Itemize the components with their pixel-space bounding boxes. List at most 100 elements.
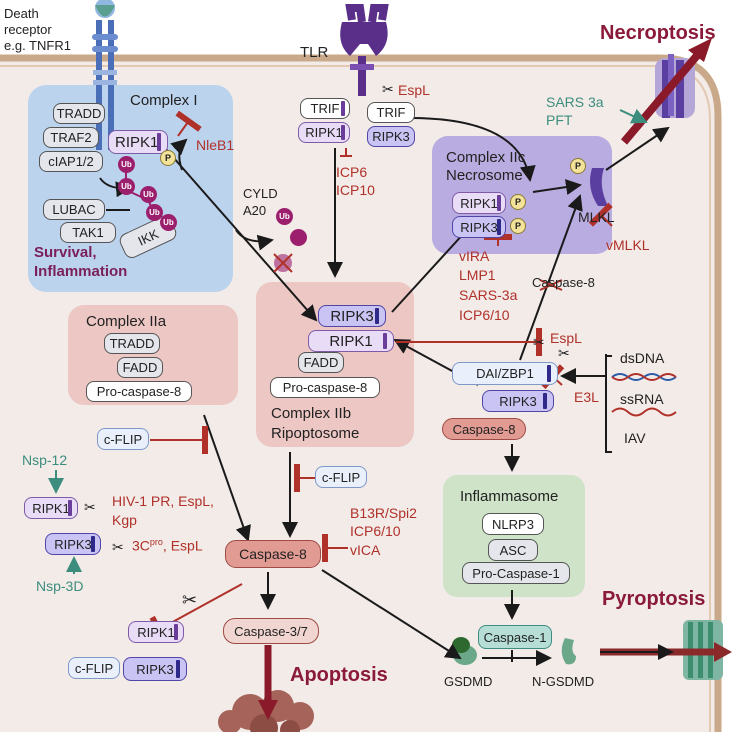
scissors-icon: ✂ xyxy=(112,539,124,555)
caspase37-label: Caspase-3/7 xyxy=(234,623,308,639)
n-gsdmd-label: N-GSDMD xyxy=(532,674,595,689)
ub-label: Ub xyxy=(279,211,290,221)
fadd-pill: FADD xyxy=(117,357,163,378)
dsdna-label: dsDNA xyxy=(620,350,665,366)
ripk3-tlr: RIPK3 xyxy=(367,126,415,147)
inhibitor-label: SARS-3a xyxy=(459,287,518,303)
lubac-pill: LUBAC xyxy=(43,199,105,220)
kgp-label: Kgp xyxy=(112,512,137,528)
ripk1-ripoptosome: RIPK1 xyxy=(308,330,394,352)
nucleic-acid-icons xyxy=(611,373,677,417)
iav-label: IAV xyxy=(624,430,646,446)
ripk3-zbp1: RIPK3 xyxy=(482,390,554,412)
traf2-label: TRAF2 xyxy=(50,130,92,145)
ripk1-label: RIPK1 xyxy=(32,500,70,516)
3cpro-label: 3Cpro, EspL xyxy=(132,538,203,553)
tradd-pill: TRADD xyxy=(104,333,160,354)
asc-label: ASC xyxy=(499,542,527,558)
cflip-pill-1: c-FLIP xyxy=(97,428,149,450)
nsp12-label: Nsp-12 xyxy=(22,452,68,468)
lubac-label: LUBAC xyxy=(52,202,96,217)
caspase37-pill: Caspase-3/7 xyxy=(223,618,319,644)
tradd-pill: TRADD xyxy=(53,103,105,124)
ciap-pill: cIAP1/2 xyxy=(39,151,103,172)
trif-label: TRIF xyxy=(376,105,406,120)
ripk3-cleaved: RIPK3 xyxy=(45,533,101,555)
complex-iia-title: Complex IIa xyxy=(86,313,167,330)
tak1-pill: TAK1 xyxy=(60,222,116,243)
ripk1-label: RIPK1 xyxy=(305,125,343,140)
phospho-icon: P xyxy=(510,194,526,210)
caspase1-pill: Caspase-1 xyxy=(478,625,552,649)
death-receptor-label-1: Death xyxy=(4,6,39,21)
ripk1-bottom: RIPK1 xyxy=(128,621,184,643)
apoptosis-label: Apoptosis xyxy=(290,664,388,686)
mlkl-label: MLKL xyxy=(578,209,615,225)
cflip-pill-3: c-FLIP xyxy=(68,657,120,679)
procaspase1-pill: Pro-Caspase-1 xyxy=(462,562,570,584)
procaspase8-pill: Pro-caspase-8 xyxy=(270,377,380,398)
ub-label: Ub xyxy=(149,207,160,217)
death-receptor-label-3: e.g. TNFR1 xyxy=(4,38,71,53)
vmlkl-label: vMLKL xyxy=(606,237,650,253)
ubiquitin-icon: Ub xyxy=(160,214,177,231)
ubiquitin-icon xyxy=(290,229,307,246)
mlkl-icon xyxy=(590,168,608,206)
death-receptor-icon xyxy=(92,0,118,150)
cflip-label: c-FLIP xyxy=(74,660,114,676)
tradd-label: TRADD xyxy=(109,336,155,351)
ripk3-label: RIPK3 xyxy=(330,307,374,325)
ripk1-label: RIPK1 xyxy=(115,133,159,151)
cflip-label: c-FLIP xyxy=(103,431,143,447)
necrosome-title: Necrosome xyxy=(446,167,523,184)
traf2-pill: TRAF2 xyxy=(43,127,99,148)
tlr-label: TLR xyxy=(300,44,329,61)
fadd-pill: FADD xyxy=(298,352,344,373)
scissors-icon: ✂ xyxy=(382,81,394,97)
trif-pill-1: TRIF xyxy=(300,98,350,119)
cyld-label: CYLD xyxy=(243,186,278,201)
scissors-icon: ✂ xyxy=(533,334,545,350)
nlrp3-label: NLRP3 xyxy=(492,516,534,532)
nsp3d-label: Nsp-3D xyxy=(36,578,84,594)
scissors-icon: ✂ xyxy=(182,590,198,610)
espl-text: , EspL xyxy=(162,537,203,554)
ub-label: Ub xyxy=(143,189,154,199)
cflip-pill-2: c-FLIP xyxy=(315,466,367,488)
dai-zbp1-label: DAI/ZBP1 xyxy=(476,366,534,381)
complex-iib-title: Complex IIb xyxy=(271,405,352,422)
phospho-label: P xyxy=(514,196,521,207)
procaspase1-label: Pro-Caspase-1 xyxy=(472,565,560,581)
phospho-label: P xyxy=(574,160,581,171)
ubiquitin-icon: Ub xyxy=(118,156,135,173)
inhibitor-label: vIRA xyxy=(459,248,490,264)
tradd-label: TRADD xyxy=(56,106,102,121)
n-gsdmd-icon xyxy=(561,638,576,665)
icp10-label: ICP10 xyxy=(336,182,375,198)
gsdmd-label: GSDMD xyxy=(444,674,493,689)
ubiquitin-icon: Ub xyxy=(276,208,293,225)
tak1-label: TAK1 xyxy=(72,225,104,240)
ripoptosome-title: Ripoptosome xyxy=(271,425,360,442)
procaspase8-label: Pro-caspase-8 xyxy=(282,380,368,395)
ub-label: Ub xyxy=(121,159,132,169)
caspase8-label: Caspase-8 xyxy=(452,421,516,437)
caspase8-zbp1: Caspase-8 xyxy=(442,418,526,440)
tlr-icon xyxy=(340,3,389,96)
hiv-label: HIV-1 PR, EspL, xyxy=(112,493,214,509)
dai-zbp1-pill: DAI/ZBP1 xyxy=(452,362,558,385)
ripk3-label: RIPK3 xyxy=(372,129,410,144)
procaspase8-pill: Pro-caspase-8 xyxy=(86,381,192,402)
phospho-icon: P xyxy=(510,218,526,234)
ripk1-necrosome: RIPK1 xyxy=(452,192,506,214)
ripk1-label: RIPK1 xyxy=(460,195,498,211)
pyroptosis-label: Pyroptosis xyxy=(602,588,706,610)
sars3a-label: SARS 3a xyxy=(546,94,604,110)
cflip-label: c-FLIP xyxy=(321,469,361,485)
ripk3-label: RIPK3 xyxy=(54,536,92,552)
ripk1-complex-i: RIPK1 xyxy=(108,130,168,154)
pro-superscript: pro xyxy=(149,537,163,547)
ciap-label: cIAP1/2 xyxy=(48,154,94,169)
ripk1-label: RIPK1 xyxy=(329,332,373,350)
